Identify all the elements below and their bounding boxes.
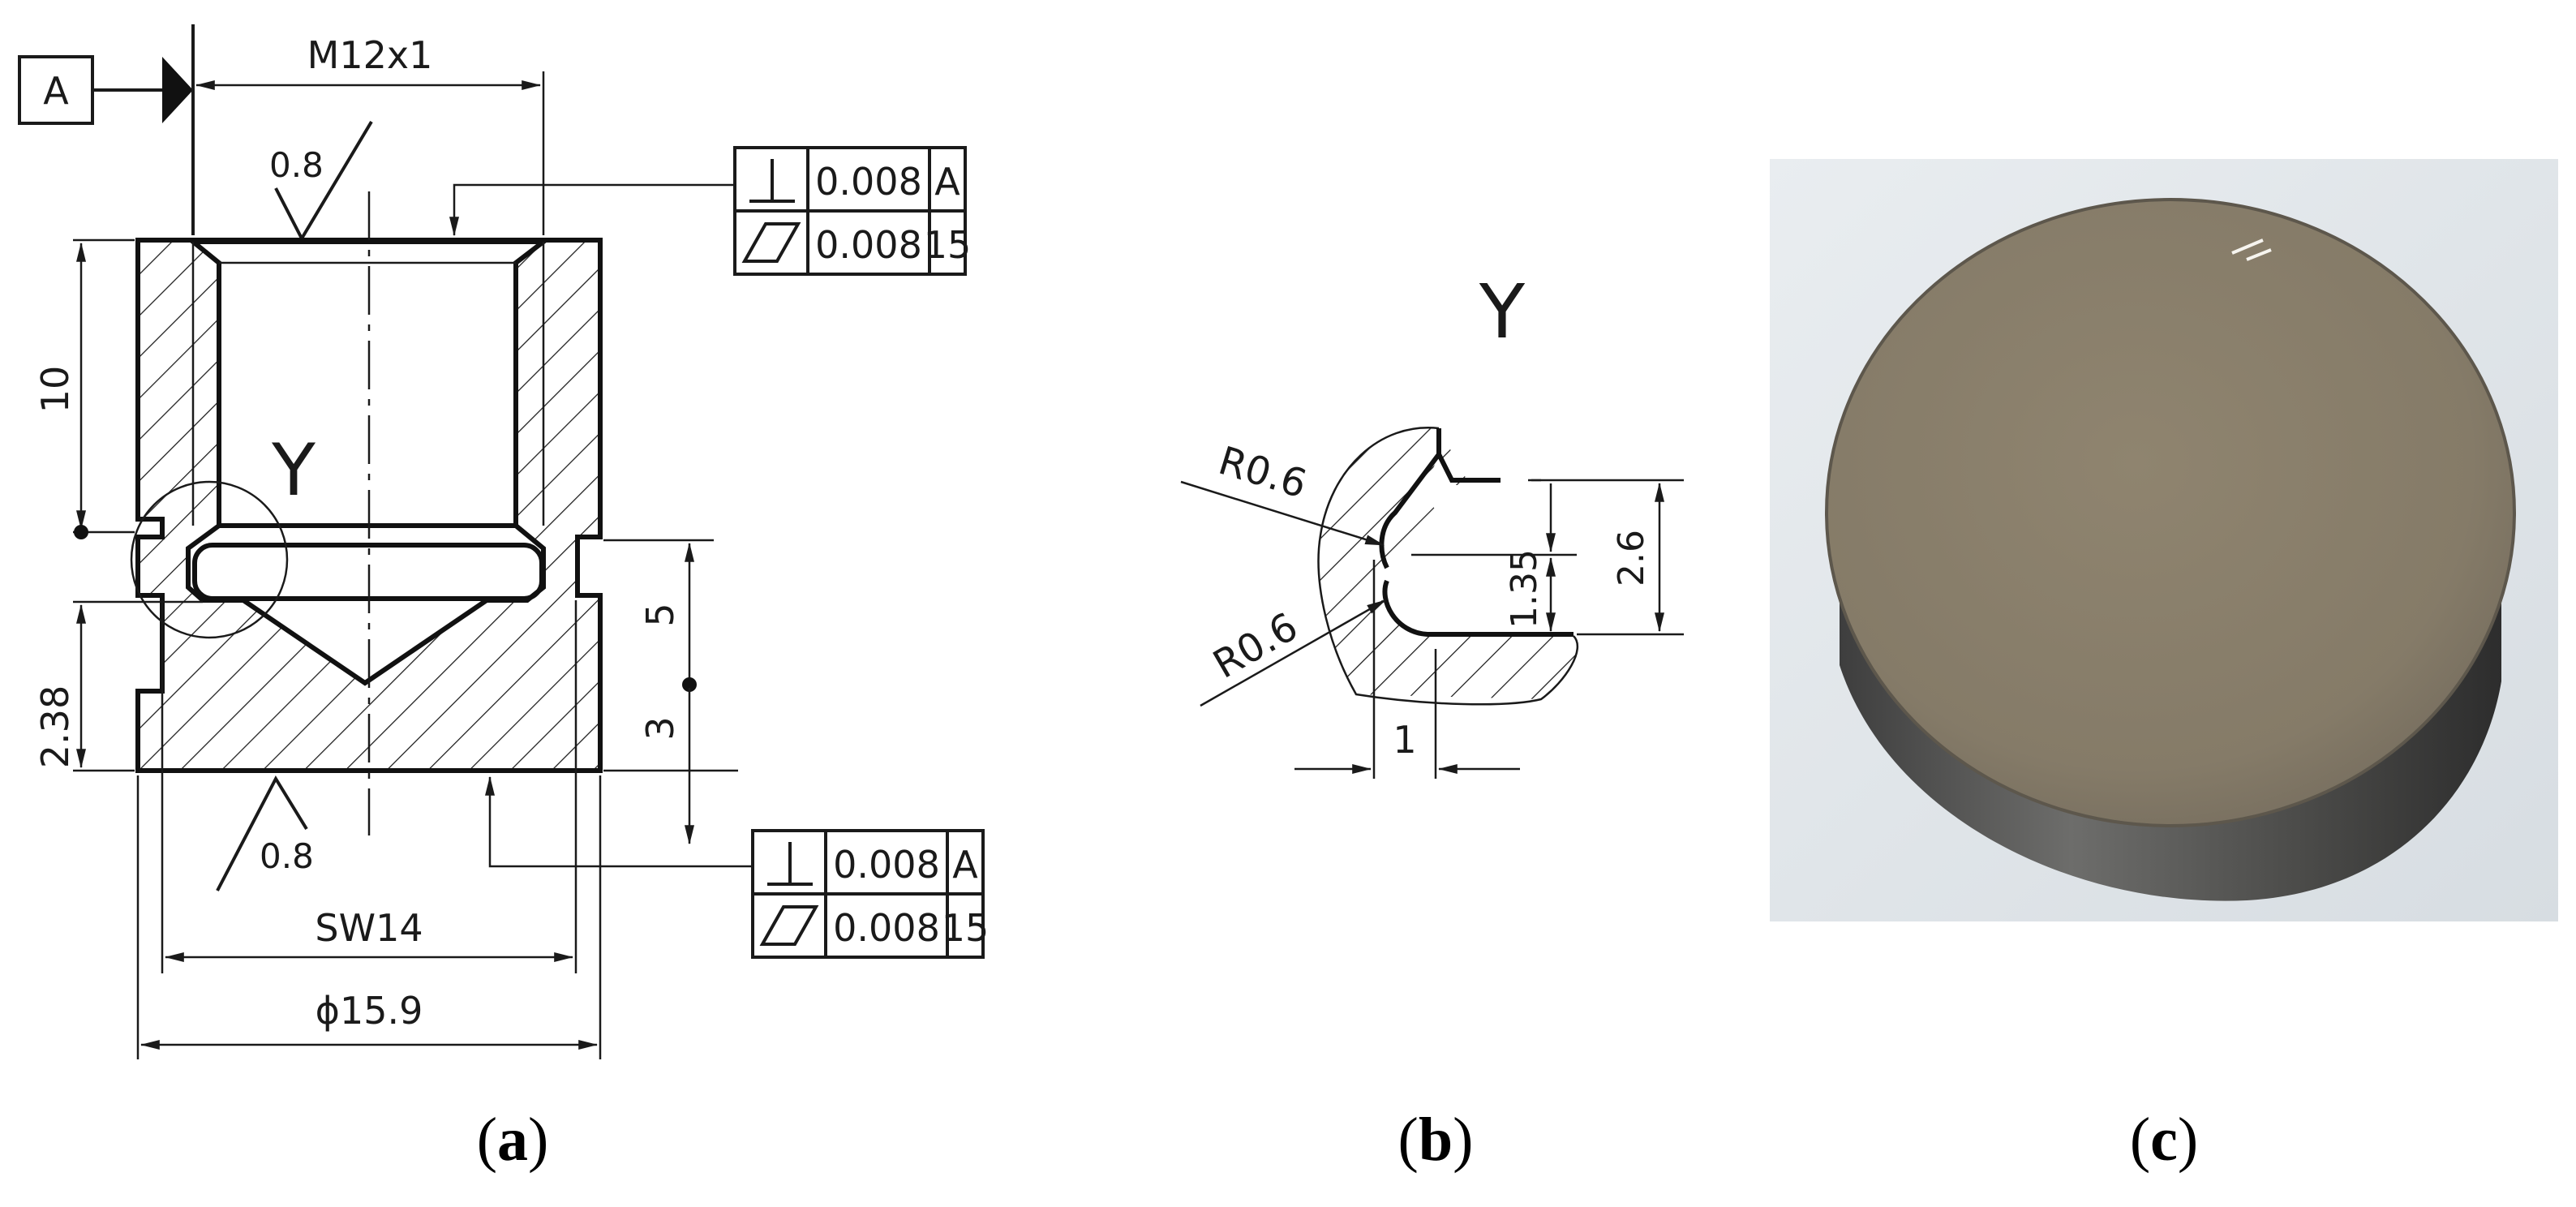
cylinder-face [1827, 200, 2514, 826]
fcf-top-value-2: 0.008 [815, 223, 922, 267]
datum-a-label: A [43, 69, 69, 113]
height-238-dim: 2.38 [33, 685, 77, 768]
dim-26: 2.6 [1611, 530, 1652, 586]
detail-y-label: Y [271, 428, 316, 512]
dim-135: 1.35 [1504, 549, 1545, 629]
dim-3: 3 [638, 716, 682, 740]
caption-b: (b) [1398, 1106, 1474, 1174]
panel-b-drawing: Y 1.35 2.6 R0.6 R0.6 1 [1180, 268, 1684, 779]
fcf-top: 0.008 A 0.008 15 [733, 146, 972, 276]
fcf-bottom-value-1: 0.008 [833, 843, 940, 887]
thread-dimension: M12x1 [307, 33, 433, 77]
threaded-bore [186, 239, 551, 686]
height-10-dim: 10 [33, 366, 77, 414]
caption-a: (a) [477, 1106, 549, 1174]
dim-1: 1 [1393, 718, 1416, 762]
fcf-bottom-value-2: 0.008 [833, 906, 940, 950]
detail-y-title: Y [1479, 268, 1526, 355]
width-sw14: SW14 [315, 906, 423, 950]
flatness-icon [759, 905, 819, 946]
fcf-bottom-datum-1: A [952, 843, 978, 887]
panel-a-drawing: A M12x1 0.8 Y [18, 24, 990, 1059]
glint-mark [2231, 238, 2272, 261]
datum-triangle-icon [162, 57, 193, 123]
caption-c: (c) [2130, 1106, 2198, 1174]
detail-section [1318, 427, 1578, 699]
fcf-bottom-datum-2: 15 [942, 906, 990, 950]
fcf-top-value-1: 0.008 [815, 160, 922, 204]
dim-5: 5 [638, 603, 682, 626]
fcf-bottom: 0.008 A 0.008 15 [751, 829, 990, 959]
panel-c-photo [1770, 159, 2558, 921]
perpendicularity-icon [767, 842, 813, 886]
flatness-icon [741, 222, 801, 263]
detail-y-circle [130, 480, 289, 639]
fcf-top-datum-2: 15 [924, 223, 972, 267]
roughness-bottom: 0.8 [260, 836, 314, 876]
roughness-bottom-symbol-icon [216, 775, 308, 891]
diameter-dim: ϕ15.9 [316, 989, 423, 1033]
fcf-top-datum-1: A [934, 160, 960, 204]
perpendicularity-icon [749, 159, 795, 203]
roughness-top: 0.8 [269, 145, 324, 185]
